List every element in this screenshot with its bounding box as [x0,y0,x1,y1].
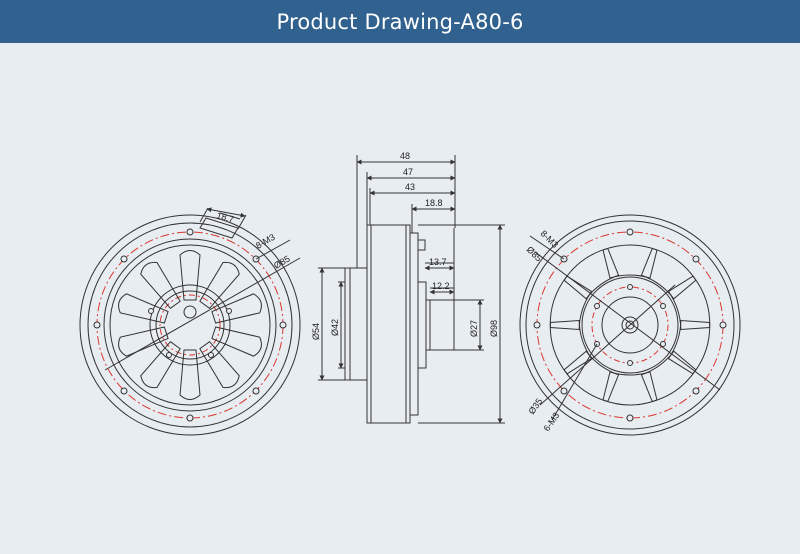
leader-inner-circle [539,284,676,406]
dim-27-text: Ø27 [469,320,479,337]
dim-42-text: Ø42 [330,319,340,336]
dim-47-text: 47 [403,167,413,177]
vent [549,319,593,375]
vent [602,244,658,279]
leader [199,207,209,223]
back-dim-inner-holes-text: 6-M3 [541,411,561,434]
front-ring-inner [109,244,271,406]
page-title: Product Drawing-A80-6 [276,9,524,34]
dim-12-2-text: 12.2 [432,281,450,291]
side-rotor [409,232,419,416]
back-bolt-holes [533,228,727,422]
front-hub-outer [149,284,231,366]
spoke [211,326,262,357]
dim-98-text: Ø98 [489,320,499,337]
vent [667,319,711,375]
front-spokes [118,250,262,400]
back-shaft-inner [625,320,635,330]
dim-43-text: 43 [405,182,415,192]
leader-holes [529,235,565,260]
back-outer-rim [519,214,741,436]
back-shaft-outer [621,316,639,334]
front-view [79,207,301,436]
spoke [118,293,169,324]
drawing-canvas: 18.7 8-M3 Ø85 [0,43,800,549]
spoke [140,261,181,309]
back-view [519,214,741,436]
vent [563,350,620,403]
side-tab [417,239,426,251]
dim-tab-line [206,207,246,218]
back-hub-mid [601,296,659,354]
leader-holes [255,239,291,260]
drawing-svg: 18.7 8-M3 Ø85 [79,151,741,436]
front-rim-inner [87,222,293,428]
spoke [179,250,201,301]
front-hub-inner [155,290,225,360]
vent [549,275,593,331]
spoke [118,326,169,357]
back-rim-inner [525,220,735,430]
dim-54-text: Ø54 [311,323,321,340]
front-hub-hole [183,305,197,319]
front-ring-outer [103,238,277,412]
title-bar: Product Drawing-A80-6 [0,0,800,43]
spoke [199,341,240,389]
back-hub-outer [581,276,679,374]
back-dim-inner-circle-text: Ø35 [526,396,544,416]
dim-holes-text: 8-M3 [254,232,277,251]
spoke [140,341,181,389]
leader [237,214,247,230]
leader-inner-holes [551,343,598,421]
side-view [318,155,505,424]
vent [640,350,697,403]
dim-18-8-text: 18.8 [425,198,443,208]
vent [602,371,658,406]
dim-48-text: 48 [400,151,410,161]
back-vents [549,244,711,406]
back-dim-holes-text: 8-M3 [539,228,561,250]
leader-bolt-circle [534,251,721,391]
side-body [366,224,411,424]
front-bolt-holes [93,228,287,422]
side-flange [344,267,368,381]
front-hub-center-circle [159,294,221,356]
vent [640,247,697,300]
side-hub-plate [417,281,427,369]
vent [667,275,711,331]
leader-bolt-circle [104,257,301,371]
spoke [199,261,240,309]
front-hub-holes [148,308,232,358]
spoke [179,349,201,400]
spoke [211,293,262,324]
back-inner-holes [594,284,666,366]
vent [563,247,620,300]
dim-tab-text: 18.7 [215,210,235,224]
front-outer-rim [79,214,301,436]
dim-13-7-text: 13.7 [429,257,447,267]
